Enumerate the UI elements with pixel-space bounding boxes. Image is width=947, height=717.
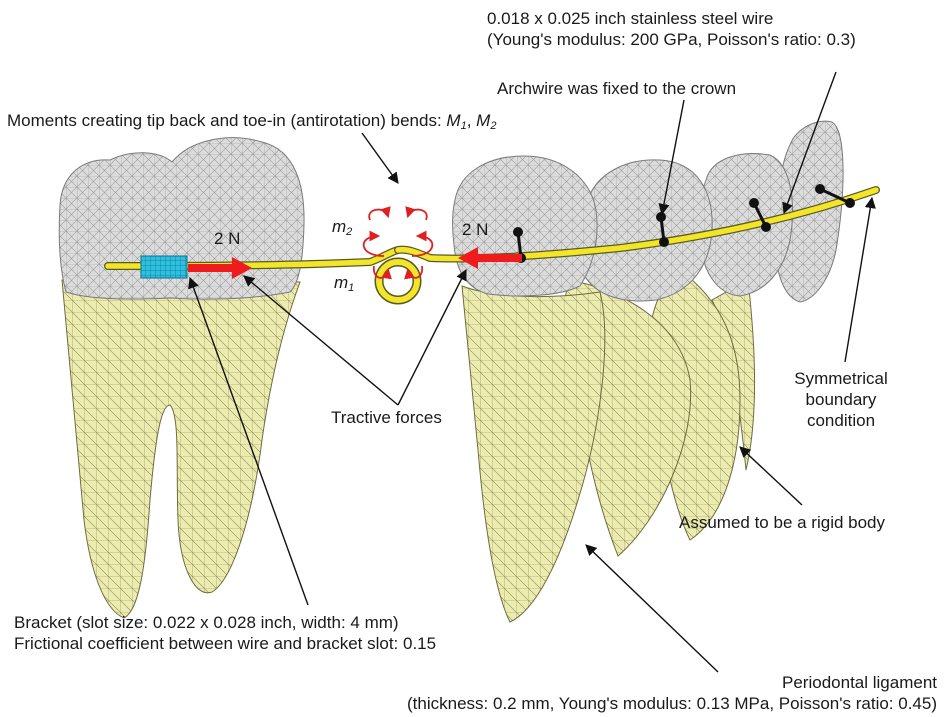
leader-moments bbox=[362, 133, 398, 183]
wire-spec-line2: (Young's modulus: 200 GPa, Poisson's rat… bbox=[487, 29, 856, 50]
leader-symmetrical bbox=[845, 198, 872, 362]
m1-label: m1 bbox=[334, 272, 354, 293]
bracket-label: Bracket (slot size: 0.022 x 0.028 inch, … bbox=[14, 612, 436, 654]
molar-tooth bbox=[59, 138, 304, 618]
force-left-label: 2 N bbox=[214, 228, 240, 249]
wire-spec-line1: 0.018 x 0.025 inch stainless steel wire bbox=[487, 8, 856, 29]
m2-label: m2 bbox=[332, 216, 352, 237]
leader-rigid-body bbox=[740, 447, 802, 505]
symmetrical-label: Symmetrical boundary condition bbox=[786, 368, 896, 431]
tractive-forces-label: Tractive forces bbox=[331, 407, 442, 428]
molar-root bbox=[62, 280, 300, 618]
moments-text: Moments creating tip back and toe-in (an… bbox=[7, 111, 446, 130]
bracket bbox=[141, 256, 187, 278]
premolar-crown-2 bbox=[581, 160, 713, 301]
premolar-teeth bbox=[453, 121, 843, 622]
force-right-label: 2 N bbox=[462, 219, 488, 240]
moments-label: Moments creating tip back and toe-in (an… bbox=[7, 110, 496, 131]
moment-arrows bbox=[364, 210, 433, 278]
rigid-body-label: Assumed to be a rigid body bbox=[679, 512, 885, 533]
leader-tractive-right bbox=[398, 270, 466, 405]
wire-spec-label: 0.018 x 0.025 inch stainless steel wire … bbox=[487, 8, 856, 50]
leader-pdl bbox=[586, 545, 718, 672]
premolar-root-1 bbox=[462, 286, 605, 622]
pdl-label: Periodontal ligament (thickness: 0.2 mm,… bbox=[407, 672, 937, 714]
archwire-fixed-label: Archwire was fixed to the crown bbox=[497, 78, 736, 99]
